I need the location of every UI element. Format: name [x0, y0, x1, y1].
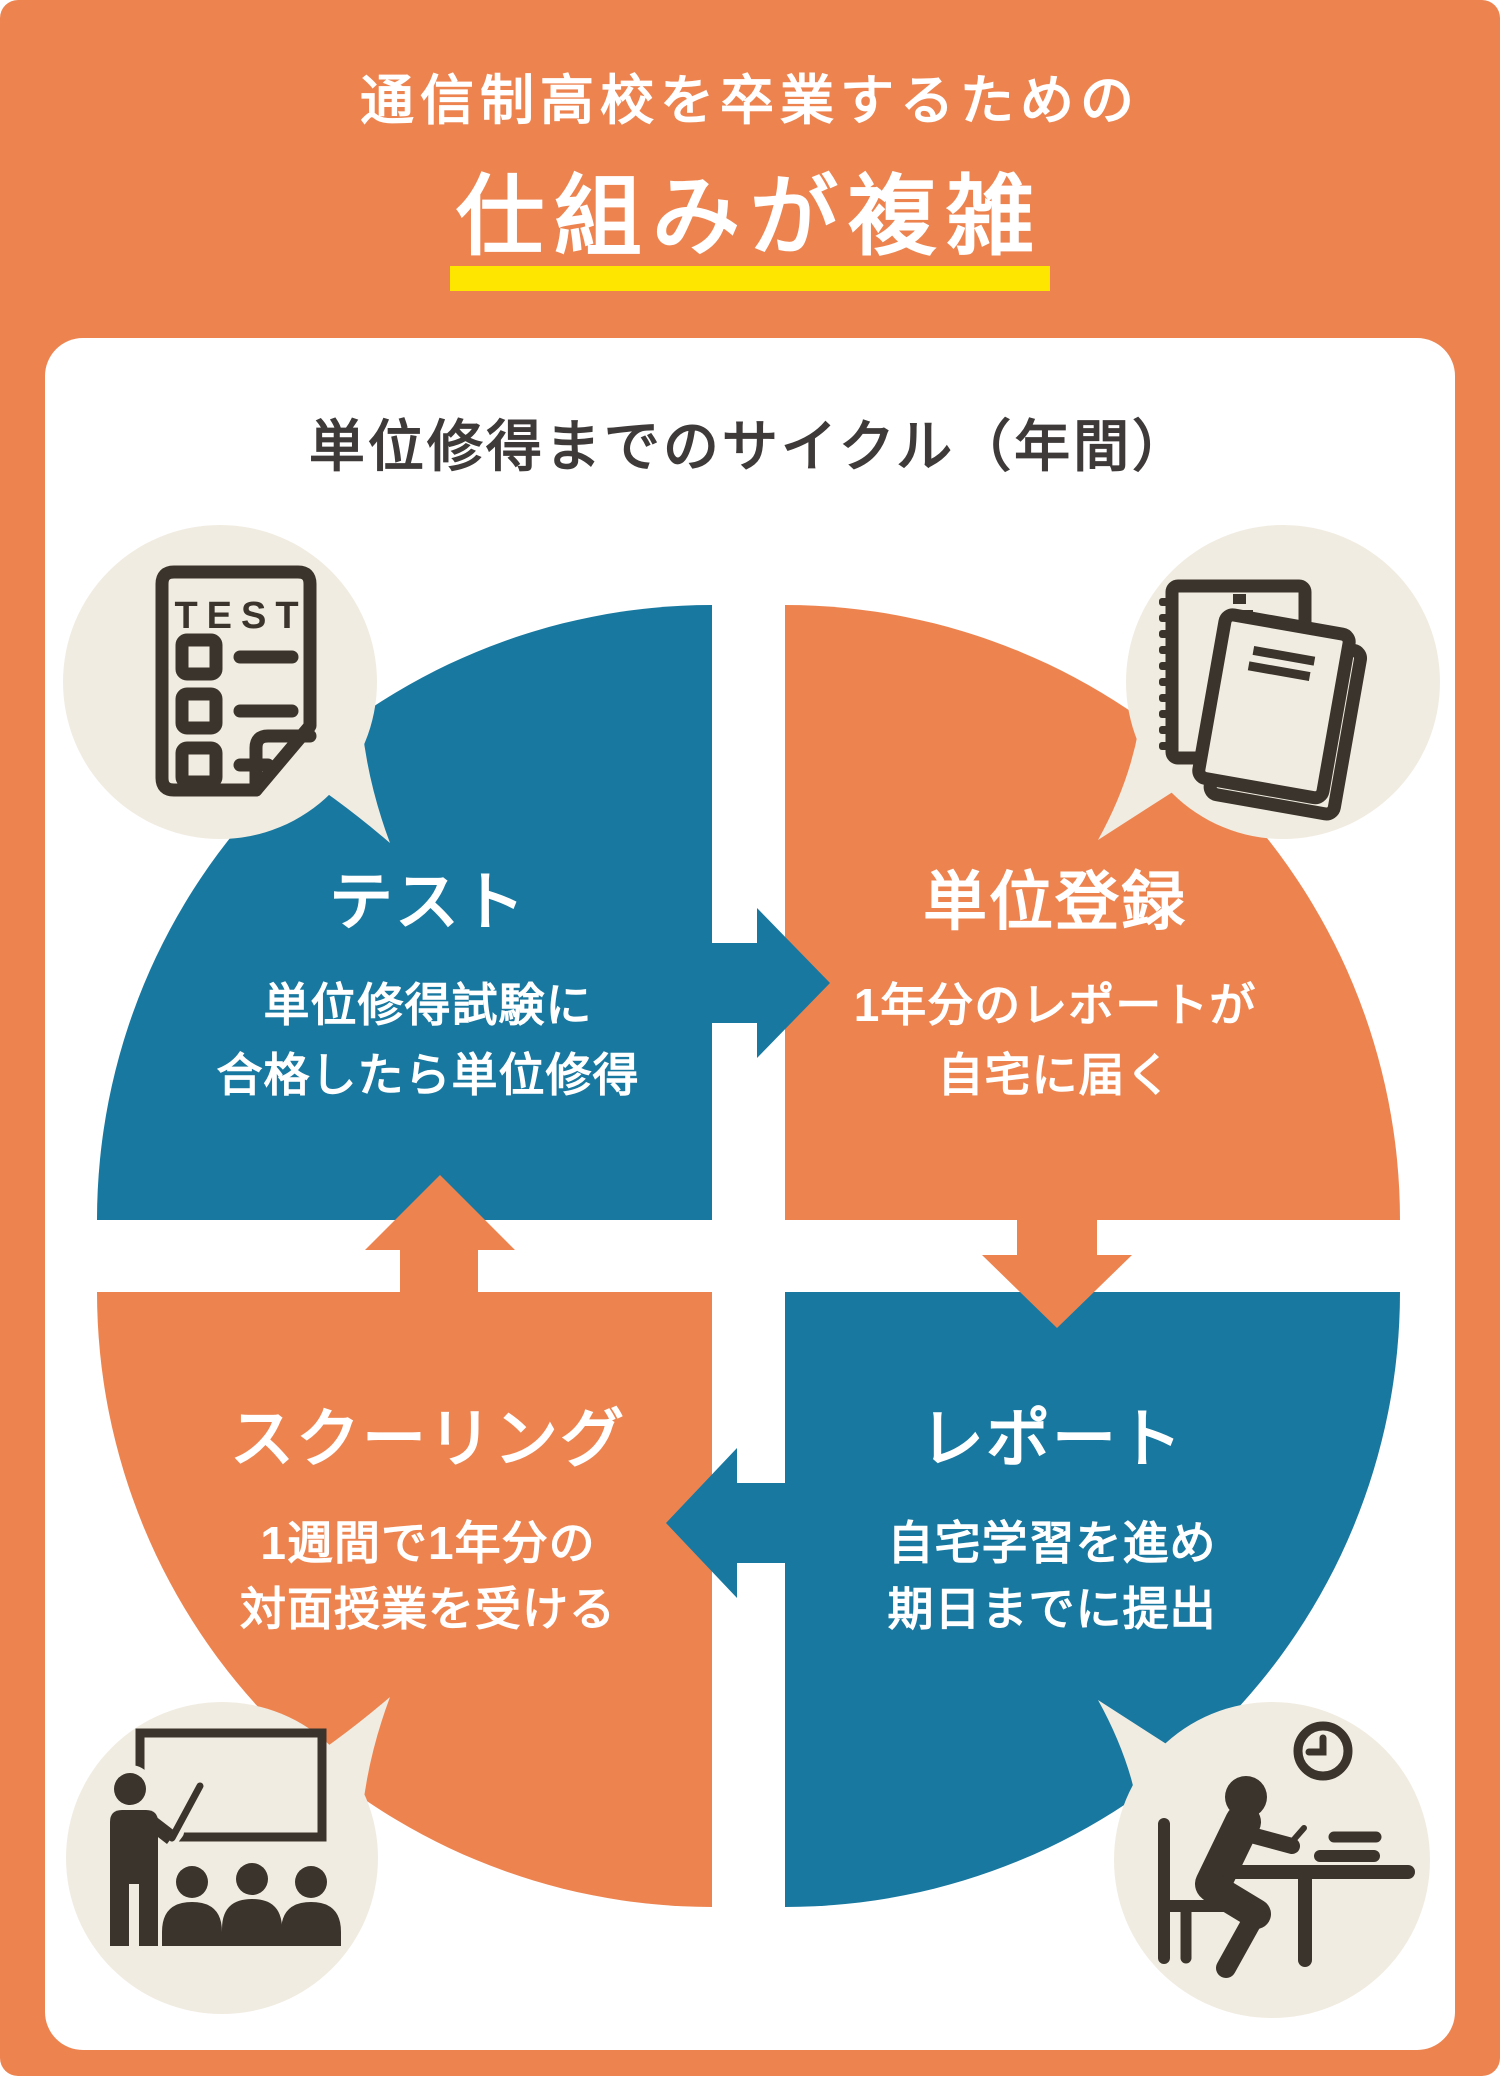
title-underline [450, 266, 1050, 291]
quadrant-schooling [97, 1292, 712, 1907]
report-notebooks-icon [1159, 579, 1368, 821]
spiral-rings [1159, 598, 1175, 750]
arrow-schooling-to-test-icon [365, 1175, 515, 1315]
student-head [236, 1863, 268, 1895]
pointer-stick [168, 1782, 204, 1842]
step-report-label: レポート [920, 1403, 1184, 1475]
teacher-figure [110, 1773, 176, 1946]
clock-icon [1293, 1721, 1353, 1781]
front-notebook-cover [1192, 608, 1356, 805]
quadrant-unit-registration [785, 605, 1400, 1220]
test-paper-outline [155, 565, 317, 797]
arrow-test-to-registration-icon [690, 908, 830, 1058]
clock-hands [1305, 1734, 1327, 1756]
quadrant-test [97, 605, 712, 1220]
step-test-label: テスト [329, 866, 527, 938]
bubble-report [1098, 1700, 1430, 2018]
student-head [295, 1866, 327, 1898]
teacher-head [114, 1773, 146, 1805]
step-unit-registration-desc-1: 1年分のレポートが [854, 979, 1257, 1031]
test-label: TEST [174, 595, 307, 637]
classroom-teaching-icon [102, 1728, 341, 1954]
front-notebook-title-bars [1247, 645, 1316, 682]
student-shin [1216, 1904, 1266, 1978]
teacher-leg-left [110, 1884, 129, 1946]
test-checkbox-2 [175, 687, 223, 735]
step-unit-registration-desc-2: 自宅に届く [938, 1049, 1173, 1101]
step-schooling-desc-2: 対面授業を受ける [240, 1583, 616, 1635]
test-sheet-icon: TEST [155, 565, 317, 797]
teacher-torso [110, 1810, 158, 1884]
step-test-desc-1: 単位修得試験に [264, 979, 593, 1031]
arrow-registration-to-report-icon [982, 1195, 1132, 1328]
student-bust [281, 1902, 341, 1946]
step-schooling-desc-1: 1週間で1年分の [260, 1517, 595, 1569]
teacher-arm [141, 1812, 176, 1844]
step-test-desc-2: 合格したら単位修得 [217, 1049, 640, 1101]
quadrant-report [785, 1292, 1400, 1907]
header-subtitle: 通信制高校を卒業するための [360, 71, 1140, 131]
quadrant-labels: テスト 単位修得試験に 合格したら単位修得 単位登録 1年分のレポートが 自宅に… [217, 866, 1257, 1635]
students [162, 1863, 341, 1946]
step-unit-registration-label: 単位登録 [923, 866, 1187, 938]
test-checkbox-3 [175, 741, 223, 789]
front-notebook [1192, 608, 1368, 821]
test-checkbox-1 [175, 633, 223, 681]
step-report-desc-1: 自宅学習を進め [888, 1517, 1217, 1569]
header-title: 仕組みが複雑 [455, 167, 1044, 266]
student-bust [162, 1902, 222, 1946]
step-report-desc-2: 期日までに提出 [888, 1583, 1217, 1635]
test-paper-fold [249, 729, 317, 797]
step-schooling-label: スクーリング [230, 1403, 626, 1475]
student-bust [222, 1899, 282, 1946]
arrow-report-to-schooling-icon [666, 1448, 810, 1598]
card-title: 単位修得までのサイクル（年間） [308, 415, 1192, 478]
desk-study-icon [1158, 1721, 1415, 1978]
pen-icon [1287, 1825, 1307, 1847]
teacher-leg-right [139, 1884, 158, 1946]
student-arm [1232, 1824, 1300, 1854]
student-head [176, 1866, 208, 1898]
bubble-test [63, 525, 390, 843]
